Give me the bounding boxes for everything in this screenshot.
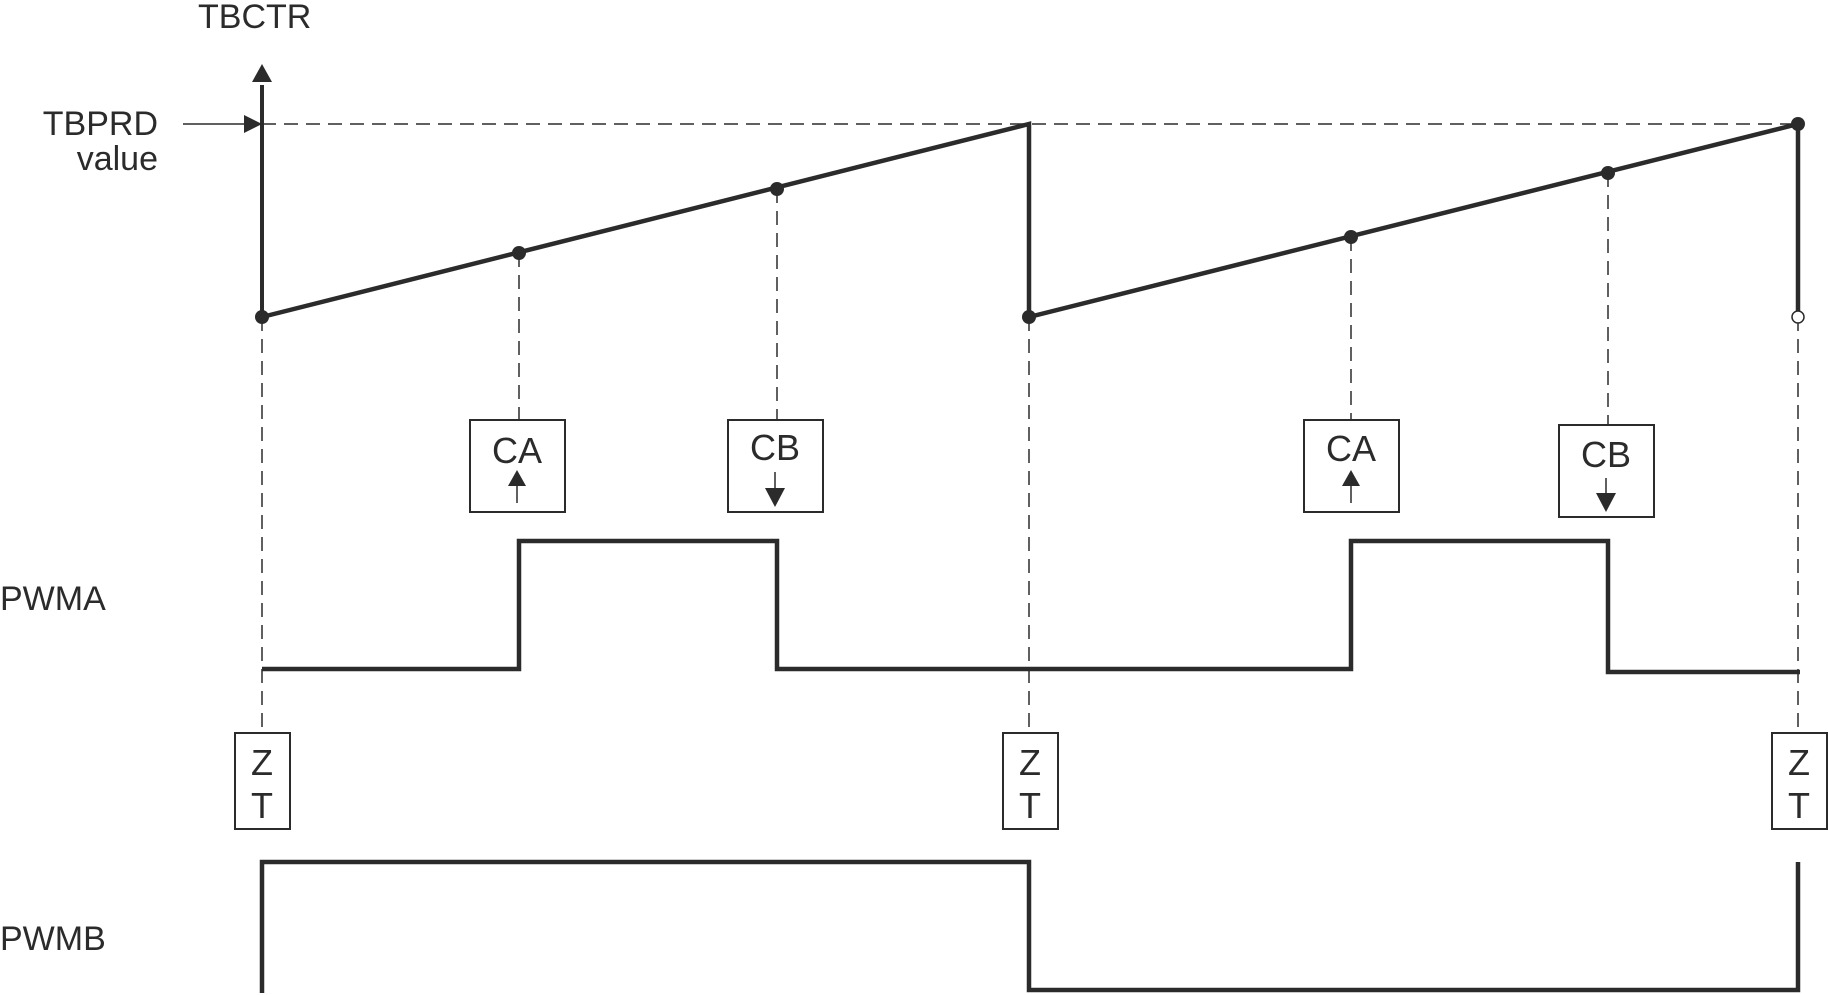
tbctr-waveform <box>255 117 1805 324</box>
svg-text:Z: Z <box>251 742 273 783</box>
zt-event-box: Z T <box>1771 732 1828 830</box>
tbctr-axis-label: TBCTR <box>198 0 311 36</box>
cb-match-point <box>1601 166 1615 180</box>
cb-match-point <box>770 182 784 196</box>
zero-point <box>1022 310 1036 324</box>
zero-point <box>255 310 269 324</box>
ca-match-point <box>512 246 526 260</box>
guide-lines <box>261 173 1799 732</box>
up-arrow-icon <box>1342 470 1360 503</box>
svg-text:T: T <box>251 785 273 826</box>
up-arrow-icon <box>508 470 526 503</box>
ca-event-box: CA <box>469 419 566 513</box>
cb-event-box: CB <box>727 419 824 513</box>
pwmb-waveform <box>259 859 1801 993</box>
period-point <box>1791 117 1805 131</box>
svg-text:Z: Z <box>1019 742 1041 783</box>
tbprd-label: TBPRD <box>43 105 158 143</box>
svg-text:Z: Z <box>1788 742 1810 783</box>
svg-text:CA: CA <box>492 430 542 471</box>
tbctr-axis <box>252 64 272 315</box>
down-arrow-icon <box>1596 478 1616 512</box>
cb-event-box: CB <box>1558 424 1655 518</box>
down-arrow-icon <box>765 472 785 507</box>
zero-point-open <box>1791 310 1805 324</box>
ca-match-point <box>1344 230 1358 244</box>
pwma-waveform <box>262 538 1800 675</box>
svg-text:CB: CB <box>1581 434 1631 475</box>
svg-text:T: T <box>1019 785 1041 826</box>
zt-event-box: Z T <box>1002 732 1059 830</box>
svg-text:CB: CB <box>750 427 800 468</box>
pwma-label: PWMA <box>0 580 106 618</box>
svg-text:T: T <box>1788 785 1810 826</box>
tbprd-pointer-arrow <box>183 115 262 133</box>
ca-event-box: CA <box>1303 419 1400 513</box>
tbprd-value-label: value <box>77 140 158 178</box>
zt-event-box: Z T <box>234 732 291 830</box>
pwmb-label: PWMB <box>0 920 106 958</box>
svg-text:CA: CA <box>1326 428 1376 469</box>
